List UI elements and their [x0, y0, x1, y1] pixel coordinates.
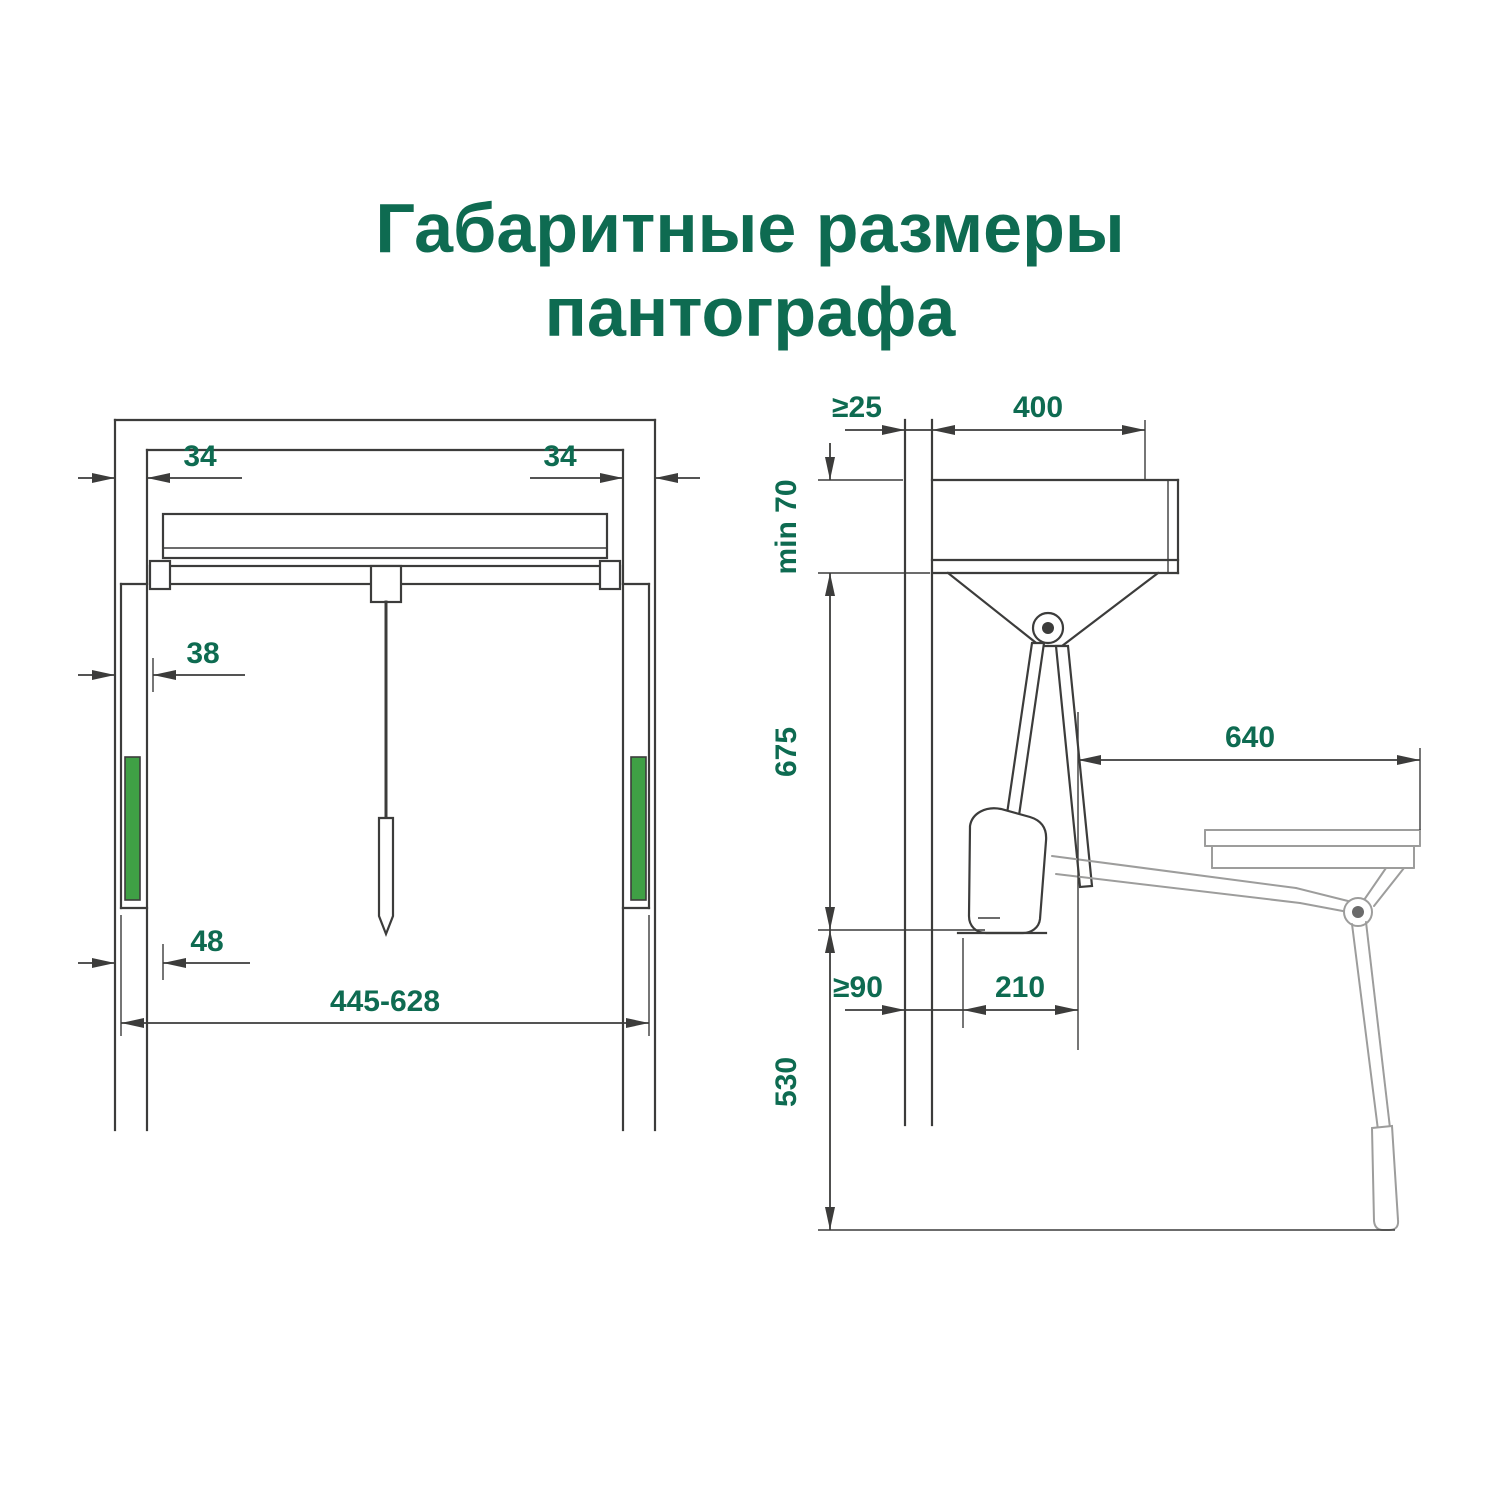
dim-top-depth: 400	[932, 391, 1146, 480]
cabinet-outline	[113, 418, 657, 1132]
dim-label-min-clearance: min 70	[770, 479, 803, 574]
rod-handle	[377, 816, 395, 938]
ghost-handle	[1370, 1124, 1400, 1231]
dim-34-left: 34	[78, 440, 242, 494]
left-lift-rail	[119, 582, 149, 910]
dim-vertical-chain: min 70 675 530	[770, 443, 1395, 1231]
mount-bracket	[946, 571, 1160, 648]
dim-38: 38	[78, 637, 245, 692]
right-lift-rail	[621, 582, 651, 910]
ghost-pivot-inner	[1352, 906, 1364, 918]
dim-base-depth: 210	[962, 938, 1078, 1028]
dim-label-34-left: 34	[183, 440, 217, 473]
right-green-insert	[630, 756, 647, 901]
lowered-position-ghost	[1051, 829, 1421, 1231]
dim-wall-offset: ≥90	[833, 971, 963, 1015]
dim-label-34-right: 34	[543, 440, 577, 473]
dim-label-lift-height: 675	[770, 727, 803, 777]
dim-label-wall-offset: ≥90	[833, 971, 883, 1004]
dim-48: 48	[78, 925, 250, 980]
dim-label-base-depth: 210	[995, 971, 1045, 1004]
dim-label-drop-height: 530	[770, 1057, 803, 1107]
dim-label-width-range: 445-628	[330, 985, 440, 1018]
dim-width-range: 445-628	[120, 915, 650, 1036]
wall-panel	[903, 418, 934, 1127]
dim-label-wall-gap: ≥25	[832, 391, 882, 424]
title-line-2: пантографа	[545, 273, 957, 351]
hanging-rod	[369, 564, 403, 938]
dim-wall-gap: ≥25	[832, 391, 932, 435]
page-title: Габаритные размеры пантографа	[375, 189, 1124, 351]
dim-label-48: 48	[190, 925, 223, 958]
base-unit	[956, 807, 1048, 935]
dim-34-right: 34	[530, 440, 700, 494]
dim-label-38: 38	[186, 637, 219, 670]
top-shelf	[930, 478, 1180, 575]
lift-arms	[1000, 641, 1094, 889]
title-line-1: Габаритные размеры	[375, 189, 1124, 267]
left-green-insert	[124, 756, 141, 901]
front-view: 34 34 38 48 445-628	[78, 418, 700, 1132]
side-view: ≥25 400 min 70 675 530 640	[770, 391, 1421, 1231]
pivot-bolt-inner	[1042, 622, 1054, 634]
dim-label-extension: 640	[1225, 721, 1275, 754]
dim-label-top-depth: 400	[1013, 391, 1063, 424]
dim-extension: 640	[1078, 721, 1421, 830]
